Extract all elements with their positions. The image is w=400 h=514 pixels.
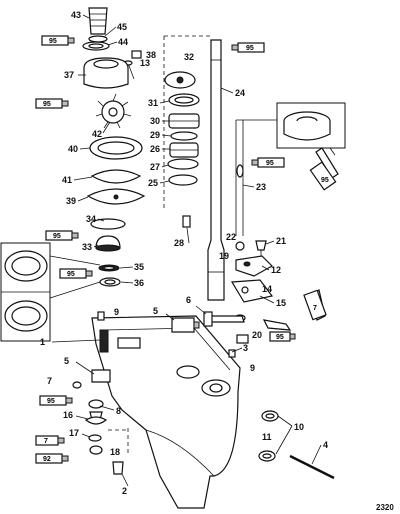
callout-9-upper: 9 — [114, 307, 119, 317]
callout-30: 30 — [150, 116, 160, 126]
callout-labels: 43 45 44 38 13 37 42 40 41 39 34 33 35 3… — [40, 10, 328, 496]
callout-43: 43 — [71, 10, 81, 20]
svg-text:7: 7 — [313, 305, 317, 312]
lubricant-tube-95-h: 95 — [269, 331, 296, 342]
svg-text:95: 95 — [246, 45, 254, 52]
callout-29: 29 — [150, 130, 160, 140]
lubricant-tube-95-a: 95 — [41, 35, 75, 46]
callout-11: 11 — [262, 432, 272, 442]
leader-lines — [51, 14, 322, 487]
callout-37: 37 — [64, 70, 74, 80]
callout-8: 8 — [116, 406, 121, 416]
figure-number: 2320 — [376, 503, 394, 512]
lubricant-tube-95-c: 95 — [45, 230, 79, 241]
callout-6: 6 — [186, 295, 191, 305]
callout-10: 10 — [294, 422, 304, 432]
callout-28: 28 — [174, 238, 184, 248]
svg-text:95: 95 — [49, 38, 57, 45]
svg-text:92: 92 — [43, 456, 51, 463]
callout-35: 35 — [134, 262, 144, 272]
svg-text:95: 95 — [53, 233, 61, 240]
lower-pump-parts — [90, 218, 126, 287]
bearing-stack — [163, 35, 212, 228]
callout-12: 12 — [271, 265, 281, 275]
lubricant-tube-7-a: 7 — [35, 435, 65, 446]
callout-18: 18 — [110, 447, 120, 457]
callout-36: 36 — [134, 278, 144, 288]
callout-41: 41 — [62, 175, 72, 185]
callout-7: 7 — [47, 376, 52, 386]
lubricant-tube-95-e: 95 — [231, 42, 265, 53]
lubricant-tube-95-g: 95 — [39, 395, 73, 406]
callout-38: 38 — [146, 50, 156, 60]
svg-text:95: 95 — [43, 101, 51, 108]
svg-text:95: 95 — [266, 160, 274, 167]
callout-15: 15 — [276, 298, 286, 308]
lubricant-tubes-left: 95 95 95 95 — [35, 35, 93, 279]
small-lower-parts: 7 95 92 95 7 95 — [35, 161, 337, 480]
callout-4: 4 — [323, 440, 328, 450]
svg-text:7: 7 — [44, 438, 48, 445]
callout-42: 42 — [92, 129, 102, 139]
callout-45: 45 — [117, 22, 127, 32]
drive-shaft: 95 — [207, 39, 265, 301]
lubricant-tube-92: 92 — [35, 453, 69, 464]
lubricant-tube-95-i: 95 — [309, 161, 337, 191]
callout-33: 33 — [82, 242, 92, 252]
callout-3: 3 — [243, 343, 248, 353]
callout-13: 13 — [140, 58, 150, 68]
lubricant-tube-95-f: 95 — [251, 157, 285, 168]
callout-26: 26 — [150, 144, 160, 154]
svg-text:95: 95 — [47, 398, 55, 405]
callout-34: 34 — [86, 214, 96, 224]
callout-22: 22 — [226, 232, 236, 242]
svg-text:95: 95 — [67, 271, 75, 278]
lubricant-tube-95-d: 95 — [59, 268, 93, 279]
callout-39: 39 — [66, 196, 76, 206]
callout-32: 32 — [184, 52, 194, 62]
svg-text:95: 95 — [321, 177, 329, 184]
seal-detail-insets — [0, 242, 101, 342]
callout-5-upper: 5 — [153, 306, 158, 316]
callout-5-lower: 5 — [64, 356, 69, 366]
callout-23: 23 — [256, 182, 266, 192]
callout-19: 19 — [219, 251, 229, 261]
callout-40: 40 — [68, 144, 78, 154]
shift-shaft-assembly: 95 — [230, 102, 346, 331]
callout-44: 44 — [118, 37, 128, 47]
lubricant-tube-95-b: 95 — [35, 98, 69, 109]
callout-27: 27 — [150, 162, 160, 172]
callout-17: 17 — [69, 428, 79, 438]
callout-9-lower: 9 — [250, 363, 255, 373]
gearcase-housing — [91, 315, 241, 509]
callout-16: 16 — [63, 410, 73, 420]
callout-20: 20 — [252, 330, 262, 340]
callout-1: 1 — [40, 337, 45, 347]
lubricant-tube-7-b: 7 — [303, 289, 327, 321]
callout-21: 21 — [276, 236, 286, 246]
callout-14: 14 — [262, 284, 272, 294]
callout-24: 24 — [235, 88, 245, 98]
water-pump-stack — [82, 7, 146, 205]
callout-31: 31 — [148, 98, 158, 108]
callout-25: 25 — [148, 178, 158, 188]
callout-2: 2 — [122, 486, 127, 496]
svg-text:95: 95 — [276, 334, 284, 341]
